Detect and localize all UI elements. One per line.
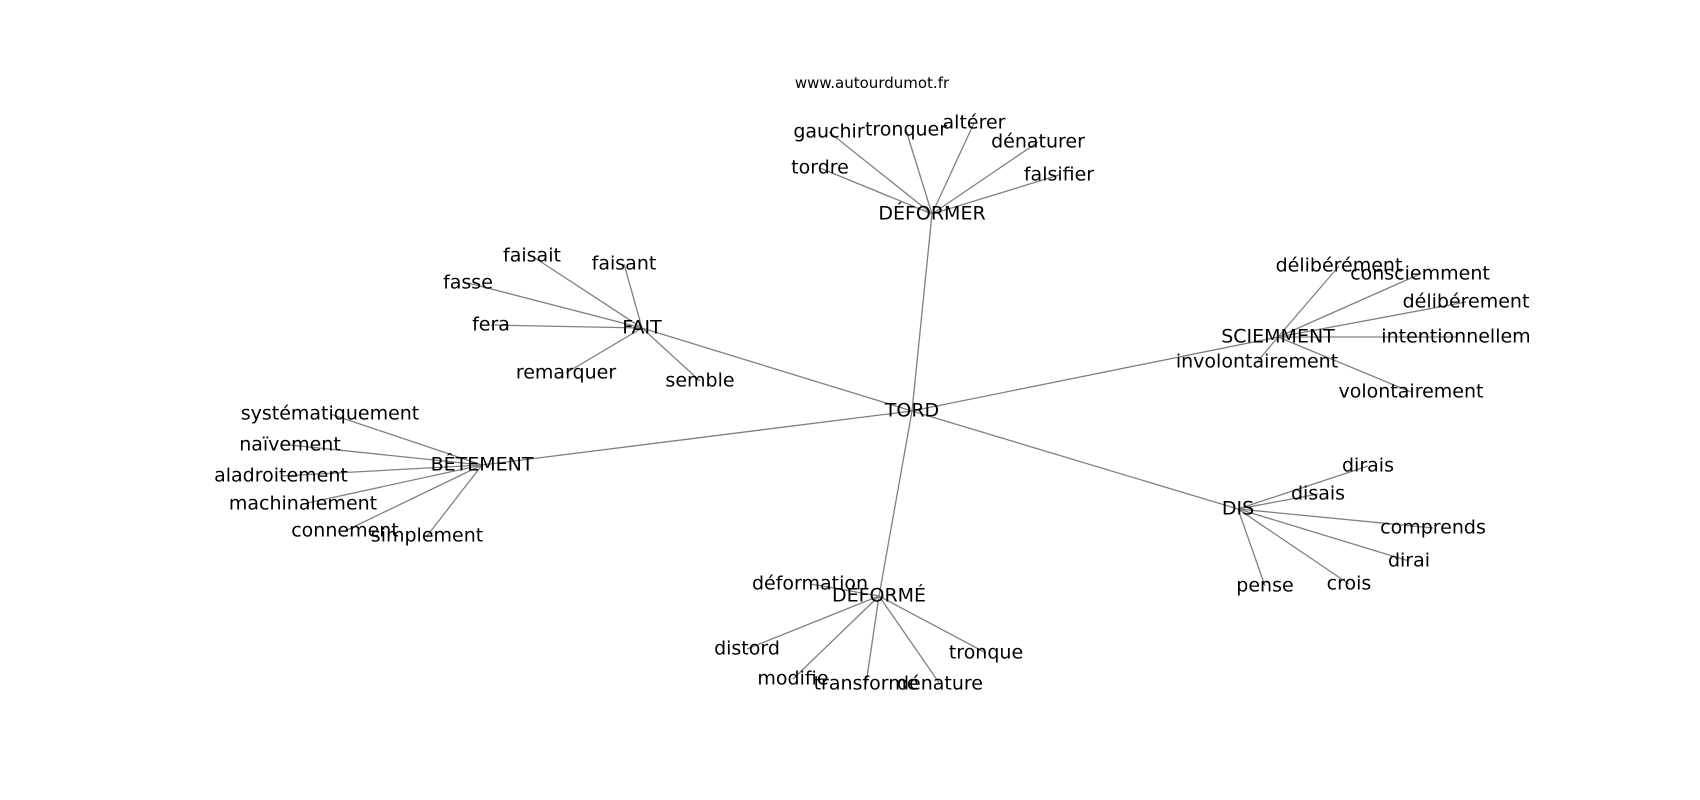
edge-hub-word — [302, 464, 483, 505]
edge-hub-word — [531, 255, 643, 329]
edge-hub-word — [623, 263, 643, 329]
leaf-word[interactable]: comprends — [1380, 517, 1486, 539]
leaf-word[interactable]: transforme — [814, 673, 919, 695]
edge-hub-word — [809, 583, 880, 597]
edge-hub-word — [1237, 465, 1369, 510]
leaf-word[interactable]: involontairement — [1176, 351, 1338, 373]
edge-center-hub — [911, 336, 1279, 412]
leaf-word[interactable]: distord — [714, 638, 780, 660]
edge-hub-word — [828, 131, 933, 215]
edge-hub-word — [490, 324, 643, 329]
leaf-word[interactable]: fera — [472, 314, 510, 336]
hub-word[interactable]: DIS — [1222, 498, 1254, 520]
edge-hub-word — [819, 167, 933, 215]
leaf-word[interactable]: dénaturer — [991, 131, 1085, 153]
leaf-word[interactable]: systématiquement — [241, 403, 420, 425]
center-word[interactable]: TORD — [884, 400, 939, 422]
leaf-word[interactable]: consciemment — [1350, 263, 1490, 285]
edge-hub-word — [931, 122, 975, 215]
leaf-word[interactable]: volontairement — [1339, 381, 1484, 403]
source-label: www.autourdumot.fr — [795, 74, 950, 92]
leaf-word[interactable]: modifie — [757, 668, 828, 690]
edge-center-hub — [911, 410, 1239, 510]
edge-hub-word — [931, 174, 1060, 215]
edge-hub-word — [792, 595, 880, 680]
hub-word[interactable]: DÉFORMER — [878, 202, 985, 225]
leaf-word[interactable]: pense — [1236, 575, 1293, 597]
edge-hub-word — [641, 327, 701, 382]
edge-center-hub — [481, 410, 913, 466]
leaf-word[interactable]: falsifier — [1024, 164, 1094, 186]
edge-hub-word — [865, 595, 880, 685]
edge-hub-word — [1237, 508, 1410, 562]
edge-hub-word — [1277, 336, 1412, 393]
edge-hub-word — [905, 129, 933, 215]
edge-hub-word — [878, 595, 941, 685]
edge-hub-word — [931, 141, 1039, 215]
leaf-word[interactable]: remarquer — [516, 362, 617, 384]
leaf-word[interactable]: connement — [291, 520, 399, 542]
graph-edges — [280, 122, 1467, 685]
leaf-word[interactable]: tronque — [949, 642, 1023, 664]
leaf-word[interactable]: tordre — [791, 157, 849, 179]
leaf-word[interactable]: machinalement — [229, 493, 377, 515]
edge-hub-word — [467, 282, 643, 329]
edge-center-hub — [878, 410, 913, 597]
edge-hub-word — [1277, 301, 1467, 338]
leaf-word[interactable]: aladroitement — [214, 465, 348, 487]
hub-word[interactable]: SCIEMMENT — [1221, 326, 1335, 348]
hub-word[interactable]: BÊTEMENT — [431, 453, 534, 476]
leaf-word[interactable]: déformation — [752, 573, 868, 595]
edge-hub-word — [565, 327, 643, 374]
edge-hub-word — [1256, 336, 1279, 363]
hub-word[interactable]: FAIT — [622, 317, 662, 339]
leaf-word[interactable]: gauchir — [793, 121, 865, 143]
leaf-word[interactable]: faisant — [592, 253, 657, 275]
edge-hub-word — [1237, 508, 1266, 587]
edge-hub-word — [329, 413, 483, 466]
edge-hub-word — [1237, 493, 1319, 510]
leaf-word[interactable]: fasse — [443, 272, 493, 294]
leaf-word[interactable]: dirais — [1342, 455, 1394, 477]
edge-hub-word — [426, 464, 483, 537]
edge-hub-word — [280, 464, 483, 477]
edge-hub-word — [1237, 508, 1434, 529]
edge-hub-word — [746, 595, 880, 650]
edge-hub-word — [1277, 273, 1421, 338]
leaf-word[interactable]: dénature — [897, 673, 983, 695]
edge-center-hub — [641, 327, 913, 412]
leaf-word[interactable]: naïvement — [239, 434, 341, 456]
edge-hub-word — [1277, 265, 1340, 338]
leaf-word[interactable]: faisait — [503, 245, 561, 267]
edge-hub-word — [878, 595, 987, 654]
edge-hub-word — [344, 464, 483, 532]
leaf-word[interactable]: tronquer — [865, 119, 947, 141]
leaf-word[interactable]: altérer — [943, 112, 1006, 134]
hub-word[interactable]: DÉFORMÉ — [832, 584, 926, 607]
leaf-word[interactable]: délibérement — [1403, 291, 1530, 313]
leaf-word[interactable]: intentionnellem — [1381, 326, 1530, 348]
leaf-word[interactable]: simplement — [371, 525, 483, 547]
edge-hub-word — [1237, 508, 1350, 585]
edge-center-hub — [911, 213, 933, 412]
leaf-word[interactable]: semble — [665, 370, 734, 392]
leaf-word[interactable]: crois — [1327, 573, 1372, 595]
leaf-word[interactable]: délibérément — [1276, 255, 1403, 277]
edge-hub-word — [289, 444, 483, 466]
leaf-word[interactable]: dirai — [1388, 550, 1430, 572]
leaf-word[interactable]: disais — [1291, 483, 1345, 505]
